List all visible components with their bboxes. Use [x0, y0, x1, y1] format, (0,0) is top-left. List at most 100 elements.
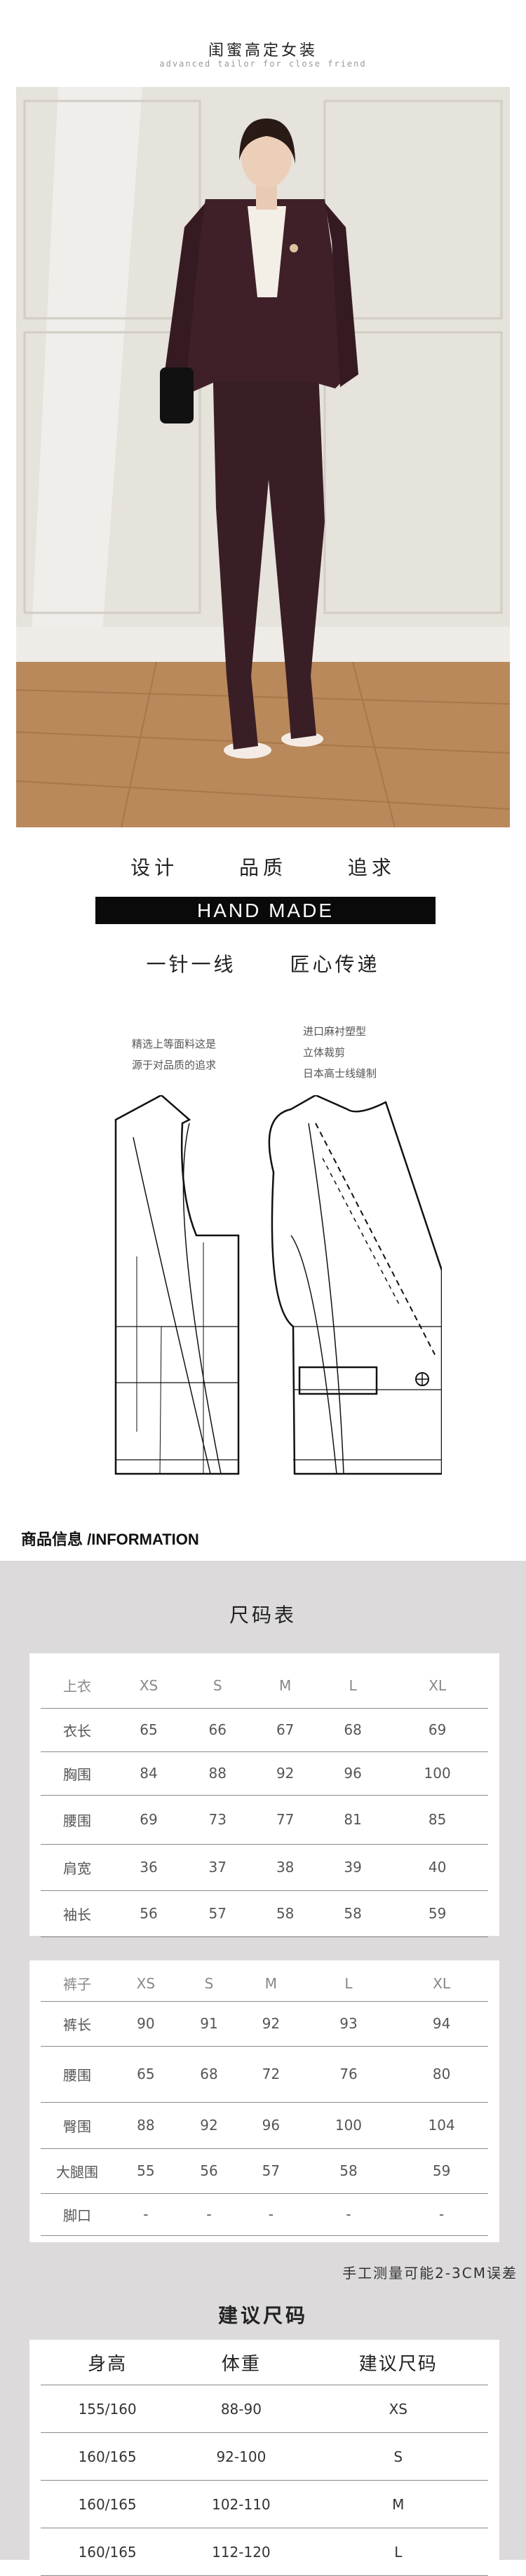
- note-line: 源于对品质的追求: [132, 1059, 217, 1071]
- info-title: 商品信息 /INFORMATION: [21, 1531, 199, 1548]
- table-header-row: 身高 体重 建议尺码: [41, 2340, 488, 2385]
- table-cell: 81: [318, 1795, 387, 1845]
- table-cell: 92: [251, 1751, 319, 1796]
- sewing-pattern-diagram: [105, 1094, 443, 1495]
- table-cell: 100: [386, 1751, 488, 1796]
- table-header-cell: 身高: [41, 2340, 175, 2385]
- table-row: 臀围 88 92 96 100 104: [41, 2102, 488, 2149]
- table-cell: -: [302, 2193, 396, 2236]
- table-cell: 衣长: [41, 1708, 114, 1752]
- table-cell: 100: [302, 2102, 396, 2149]
- table-cell: 56: [114, 1890, 184, 1937]
- table-row: 脚口 - - - - -: [41, 2193, 488, 2236]
- table-cell: 58: [251, 1890, 319, 1937]
- table-cell: 40: [386, 1844, 488, 1891]
- table-cell: 腰围: [41, 1795, 114, 1845]
- table-cell: 102-110: [174, 2480, 309, 2528]
- table-row: 腰围 69 73 77 81 85: [41, 1795, 488, 1845]
- table-row: 160/165 92-100 S: [41, 2432, 488, 2481]
- table-cell: 76: [302, 2046, 396, 2103]
- table-cell: 92-100: [174, 2432, 309, 2481]
- table-cell: 裤长: [41, 2001, 114, 2047]
- table-row: 袖长 56 57 58 58 59: [41, 1890, 488, 1937]
- table-cell: 84: [114, 1751, 184, 1796]
- top-size-table: 上衣 XS S M L XL 衣长 65 66 67 68 69 胸围 84 8…: [41, 1663, 488, 1937]
- table-cell: 94: [395, 2001, 488, 2047]
- table-cell: 37: [184, 1844, 252, 1891]
- table-cell: 59: [386, 1890, 488, 1937]
- slogan-item: 设计: [130, 856, 179, 879]
- table-cell: 80: [395, 2046, 488, 2103]
- table-row: 裤长 90 91 92 93 94: [41, 2001, 488, 2047]
- table-header-cell: L: [318, 1663, 387, 1709]
- table-header-cell: XL: [386, 1663, 488, 1709]
- table-cell: 脚口: [41, 2193, 114, 2236]
- table-row: 胸围 84 88 92 96 100: [41, 1751, 488, 1796]
- table-cell: 88: [184, 1751, 252, 1796]
- slogan-item: 一针一线: [146, 953, 236, 976]
- table-header-cell: L: [302, 1966, 396, 2002]
- table-cell: 57: [184, 1890, 252, 1937]
- note-line: 立体裁剪: [303, 1046, 346, 1059]
- table-cell: 69: [114, 1795, 184, 1845]
- table-cell: 67: [251, 1708, 319, 1752]
- table-cell: 36: [114, 1844, 184, 1891]
- table-cell: 55: [114, 2148, 178, 2194]
- table-row: 衣长 65 66 67 68 69: [41, 1708, 488, 1752]
- table-cell: 77: [251, 1795, 319, 1845]
- table-cell: 155/160: [41, 2385, 175, 2433]
- table-cell: 68: [318, 1708, 387, 1752]
- table-cell: L: [308, 2528, 488, 2576]
- table-row: 腰围 65 68 72 76 80: [41, 2046, 488, 2103]
- table-cell: 88: [114, 2102, 178, 2149]
- table-cell: 90: [114, 2001, 178, 2047]
- table-cell: 59: [395, 2148, 488, 2194]
- table-cell: 胸围: [41, 1751, 114, 1796]
- brand-tagline: advanced tailor for close friend: [159, 59, 367, 69]
- table-cell: -: [240, 2193, 302, 2236]
- handmade-banner: HAND MADE: [95, 897, 436, 924]
- brand-title: 闺蜜高定女装: [208, 42, 318, 60]
- table-header-row: 上衣 XS S M L XL: [41, 1663, 488, 1709]
- table-cell: 160/165: [41, 2480, 175, 2528]
- table-cell: 69: [386, 1708, 488, 1752]
- table-cell: 58: [302, 2148, 396, 2194]
- table-cell: 73: [184, 1795, 252, 1845]
- pants-size-card: 裤子 XS S M L XL 裤长 90 91 92 93 94 腰围 65 6…: [29, 1960, 499, 2242]
- table-cell: 112-120: [174, 2528, 309, 2576]
- table-header-cell: XS: [114, 1663, 184, 1709]
- slogan-item: 匠心传递: [290, 953, 380, 976]
- table-row: 160/165 112-120 L: [41, 2528, 488, 2576]
- pattern-note-right: 进口麻衬塑型 立体裁剪 日本高士线缝制: [303, 1021, 377, 1084]
- table-cell: 160/165: [41, 2432, 175, 2481]
- pattern-note-left: 精选上等面料这是 源于对品质的追求: [132, 1033, 216, 1076]
- table-cell: 39: [318, 1844, 387, 1891]
- table-cell: 腰围: [41, 2046, 114, 2103]
- slogan-item: 追求: [347, 856, 396, 879]
- table-header-cell: S: [177, 1966, 241, 2002]
- recommend-size-card: 身高 体重 建议尺码 155/160 88-90 XS 160/165 92-1…: [29, 2340, 499, 2576]
- table-cell: 72: [240, 2046, 302, 2103]
- table-row: 肩宽 36 37 38 39 40: [41, 1844, 488, 1891]
- table-cell: 66: [184, 1708, 252, 1752]
- table-cell: 58: [318, 1890, 387, 1937]
- slogan-item: 品质: [238, 856, 287, 879]
- slogan-row: 设计 品质 追求: [0, 853, 526, 881]
- table-row: 155/160 88-90 XS: [41, 2385, 488, 2433]
- table-cell: 65: [114, 2046, 178, 2103]
- table-cell: XS: [308, 2385, 488, 2433]
- table-cell: S: [308, 2432, 488, 2481]
- recommend-size-table: 身高 体重 建议尺码 155/160 88-90 XS 160/165 92-1…: [41, 2340, 488, 2576]
- table-header-cell: 体重: [174, 2340, 309, 2385]
- table-header-cell: XL: [395, 1966, 488, 2002]
- top-size-card: 上衣 XS S M L XL 衣长 65 66 67 68 69 胸围 84 8…: [29, 1653, 499, 1937]
- table-cell: 88-90: [174, 2385, 309, 2433]
- pants-size-table: 裤子 XS S M L XL 裤长 90 91 92 93 94 腰围 65 6…: [41, 1966, 488, 2236]
- table-cell: 68: [177, 2046, 241, 2103]
- table-cell: 104: [395, 2102, 488, 2149]
- table-cell: 85: [386, 1795, 488, 1845]
- table-cell: 91: [177, 2001, 241, 2047]
- table-cell: 肩宽: [41, 1844, 114, 1891]
- table-header-cell: 裤子: [41, 1966, 114, 2002]
- table-header-cell: M: [240, 1966, 302, 2002]
